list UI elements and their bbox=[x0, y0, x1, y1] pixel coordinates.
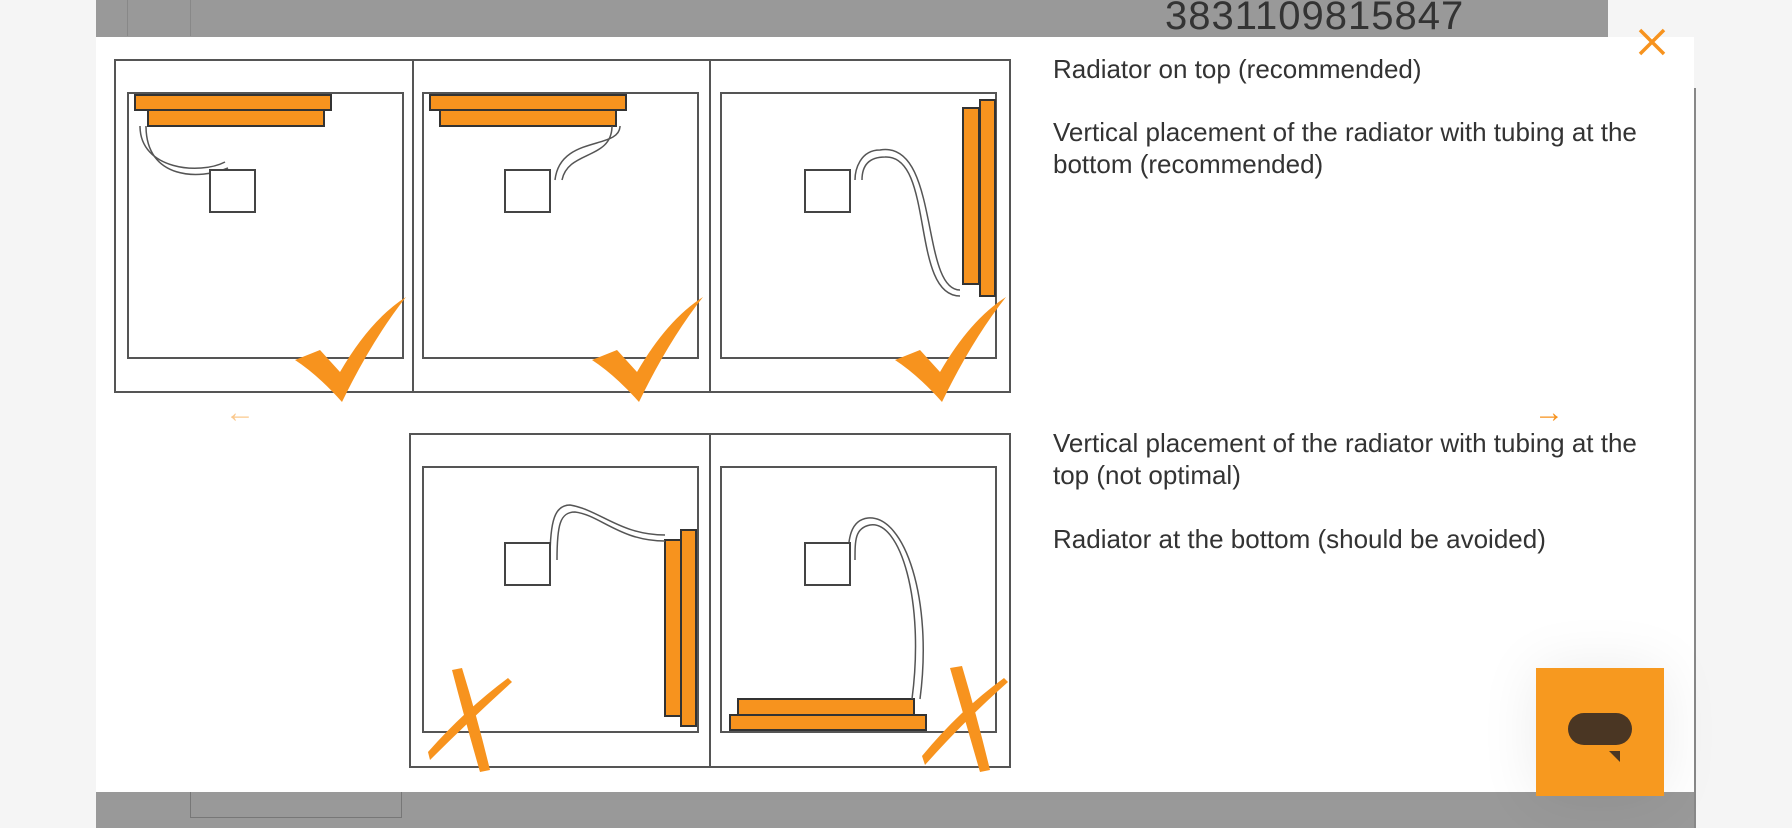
radiator bbox=[729, 714, 927, 731]
table-divider bbox=[127, 0, 128, 36]
cross-mark-icon bbox=[922, 666, 1008, 772]
check-mark-icon bbox=[592, 297, 703, 402]
cross-mark-icon bbox=[428, 668, 512, 772]
pump-block bbox=[209, 169, 256, 213]
pump-block bbox=[504, 542, 551, 586]
product-number: 3831109815847 bbox=[1165, 0, 1465, 38]
arrow-right-icon: → bbox=[1534, 396, 1564, 429]
radiator bbox=[134, 94, 332, 111]
radiator bbox=[680, 529, 697, 727]
previous-button[interactable]: ← bbox=[225, 398, 255, 428]
arrow-left-icon: ← bbox=[225, 396, 255, 429]
pump-block bbox=[804, 542, 851, 586]
diagram-frame-top bbox=[114, 59, 1011, 393]
caption-radiator-top: Radiator on top (recommended) bbox=[1053, 54, 1422, 84]
close-button[interactable] bbox=[1634, 24, 1670, 60]
page-margin bbox=[1608, 0, 1792, 40]
caption-vertical-top: Vertical placement of the radiator with … bbox=[1053, 428, 1637, 490]
background-box bbox=[190, 792, 402, 818]
pump-block bbox=[504, 169, 551, 213]
radiator bbox=[979, 99, 996, 297]
caption-radiator-bottom: Radiator at the bottom (should be avoide… bbox=[1053, 524, 1546, 554]
check-mark-icon bbox=[295, 297, 406, 402]
close-icon bbox=[1638, 28, 1666, 56]
chat-bubble-icon bbox=[1568, 713, 1632, 762]
pump-block bbox=[804, 169, 851, 213]
modal-edge bbox=[1694, 88, 1696, 828]
lightbox-modal bbox=[96, 37, 1694, 792]
next-button[interactable]: → bbox=[1534, 398, 1564, 428]
radiator bbox=[429, 94, 627, 111]
caption-vertical-bottom: Vertical placement of the radiator with … bbox=[1053, 117, 1637, 179]
table-divider bbox=[190, 0, 191, 36]
check-mark-icon bbox=[895, 297, 1006, 402]
chat-button[interactable] bbox=[1536, 668, 1664, 796]
